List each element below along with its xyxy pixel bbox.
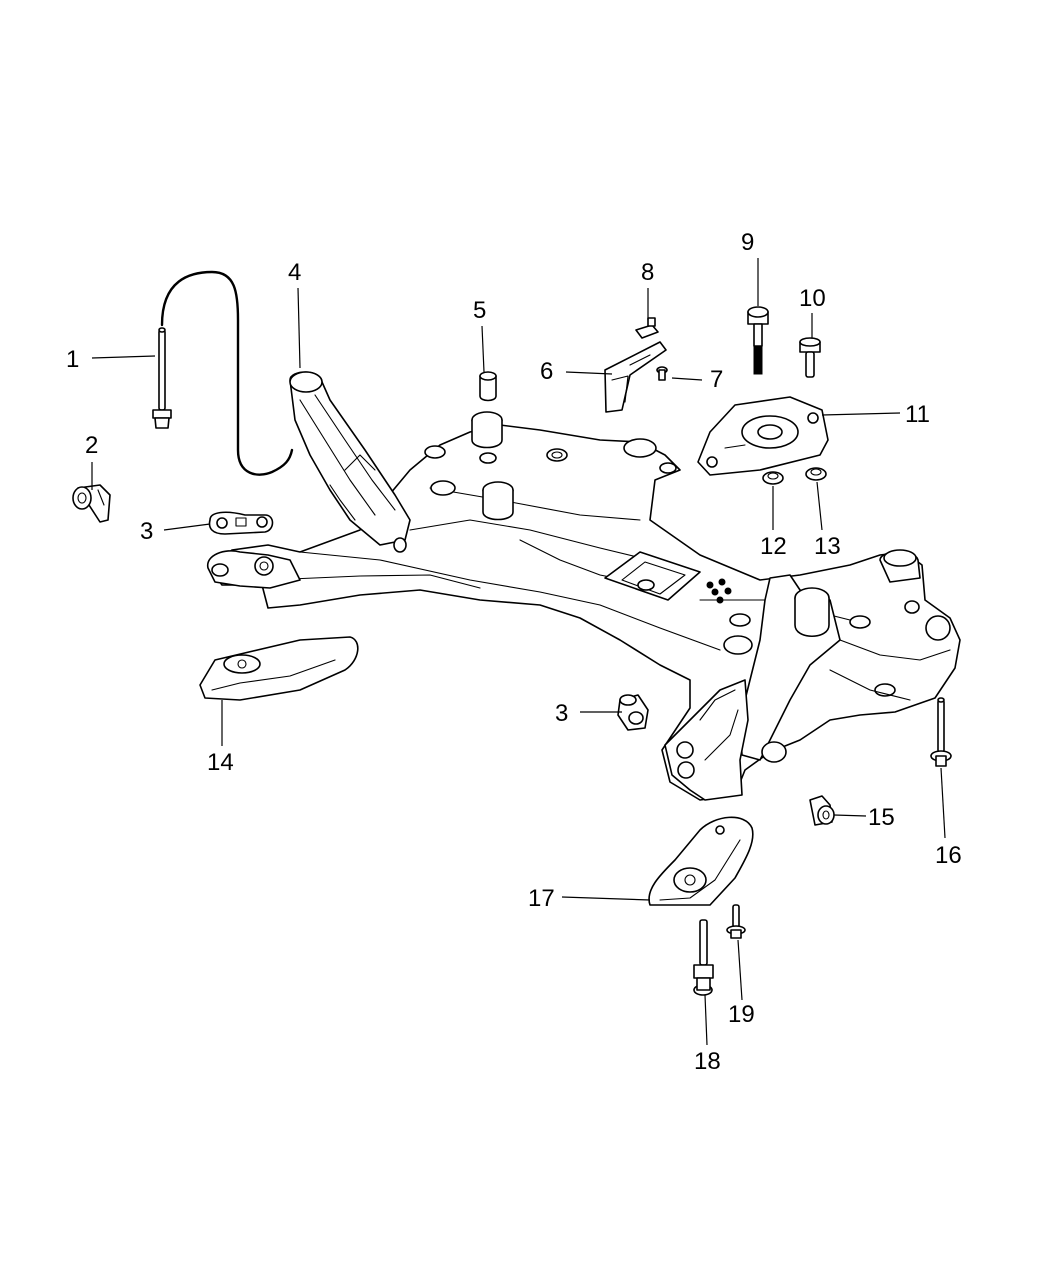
callout-3-lower: 3: [555, 700, 568, 727]
callout-labels: 1 2 3 3 4 5 6 7 8 9 10 11 12 13 14 15 16…: [66, 229, 962, 1075]
bolt-part-16: [930, 697, 952, 767]
crossmember-frame: [207, 371, 961, 801]
screw-part-7: [656, 366, 668, 381]
callout-13: 13: [814, 533, 841, 560]
skid-plate-part-14: [199, 636, 359, 701]
bolt-part-18: [693, 919, 714, 996]
nut-part-12: [762, 471, 784, 485]
mount-bracket-part-11: [697, 396, 829, 476]
callout-10: 10: [799, 285, 826, 312]
callout-11: 11: [905, 401, 930, 428]
callout-9: 9: [741, 229, 754, 256]
bolt-part-19: [726, 904, 746, 939]
callout-4: 4: [288, 259, 301, 286]
callout-12: 12: [760, 533, 787, 560]
callout-8: 8: [641, 259, 654, 286]
bolt-part-10: [799, 337, 821, 378]
callout-5: 5: [473, 297, 486, 324]
callout-18: 18: [694, 1048, 721, 1075]
bracket-plate-part-3-upper: [208, 511, 274, 535]
leader-lines: [91, 258, 946, 1046]
spacer-sleeve-part-5: [479, 371, 497, 402]
wire-harness-loop: [160, 270, 294, 476]
callout-7: 7: [710, 366, 723, 393]
nut-clip-part-3-lower: [617, 694, 649, 731]
cage-nut-part-15: [809, 795, 835, 826]
callout-2: 2: [85, 432, 98, 459]
bolt-part-1: [152, 327, 172, 429]
callout-1: 1: [66, 346, 79, 373]
bolt-part-9: [747, 306, 769, 375]
callout-6: 6: [540, 358, 553, 385]
skid-plate-part-17: [648, 816, 754, 906]
callout-3-upper: 3: [140, 518, 153, 545]
nut-part-13: [805, 467, 827, 481]
callout-14: 14: [207, 749, 234, 776]
callout-15: 15: [868, 804, 895, 831]
cage-nut-part-2: [72, 484, 111, 523]
clip-part-8: [635, 317, 659, 339]
callout-17: 17: [528, 885, 555, 912]
callout-16: 16: [935, 842, 962, 869]
bracket-part-6: [604, 341, 667, 413]
callout-19: 19: [728, 1001, 755, 1028]
